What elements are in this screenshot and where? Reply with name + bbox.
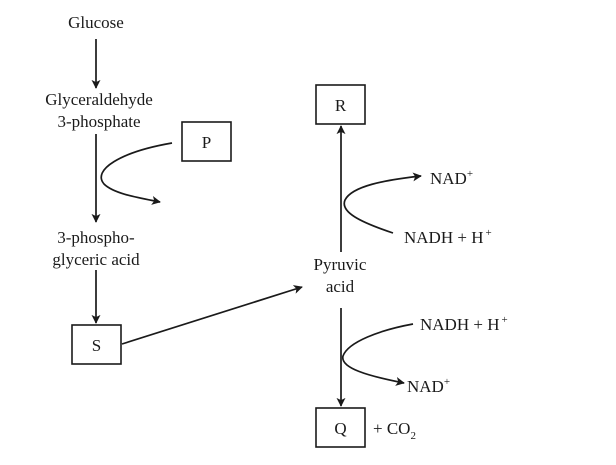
upper-nad-label: NAD+ bbox=[430, 168, 473, 188]
box-s bbox=[71, 324, 122, 365]
upper-nadh-charge: + bbox=[485, 227, 491, 239]
upper-nad-charge: + bbox=[467, 168, 473, 180]
co2-subscript: 2 bbox=[410, 430, 416, 442]
upper-nadh-label: NADH + H+ bbox=[404, 227, 492, 247]
curved-arrow-upper-cofactor bbox=[343, 172, 422, 234]
lower-nadh-label: NADH + H+ bbox=[420, 314, 508, 334]
pga-label-line2: glyceric acid bbox=[52, 250, 140, 269]
lower-nad-label: NAD+ bbox=[407, 376, 450, 396]
box-p bbox=[181, 121, 232, 162]
box-q bbox=[315, 407, 366, 448]
pga-label-line1: 3-phospho- bbox=[57, 228, 135, 247]
lower-nadh-base: NADH + H bbox=[420, 315, 499, 334]
co2-label: + CO2 bbox=[373, 419, 416, 442]
g3p-label-line2: 3-phosphate bbox=[57, 112, 140, 131]
box-r-label: R bbox=[335, 96, 347, 115]
curved-arrow-p-input bbox=[100, 142, 173, 205]
g3p-label-line1: Glyceraldehyde bbox=[45, 90, 153, 109]
lower-nad-base: NAD bbox=[407, 377, 444, 396]
upper-nadh-base: NADH + H bbox=[404, 228, 483, 247]
upper-nad-base: NAD bbox=[430, 169, 467, 188]
co2-base: + CO bbox=[373, 419, 410, 438]
glucose-label: Glucose bbox=[68, 13, 124, 32]
arrow-s-to-pyruvic bbox=[121, 285, 303, 345]
box-r bbox=[315, 84, 366, 125]
lower-nadh-charge: + bbox=[501, 314, 507, 326]
lower-nad-charge: + bbox=[444, 376, 450, 388]
box-q-label: Q bbox=[334, 419, 346, 438]
pyruvic-label-line2: acid bbox=[326, 277, 355, 296]
box-p-label: P bbox=[202, 133, 211, 152]
curved-arrow-lower-cofactor bbox=[342, 323, 414, 386]
pyruvic-label-line1: Pyruvic bbox=[314, 255, 367, 274]
box-s-label: S bbox=[92, 336, 101, 355]
